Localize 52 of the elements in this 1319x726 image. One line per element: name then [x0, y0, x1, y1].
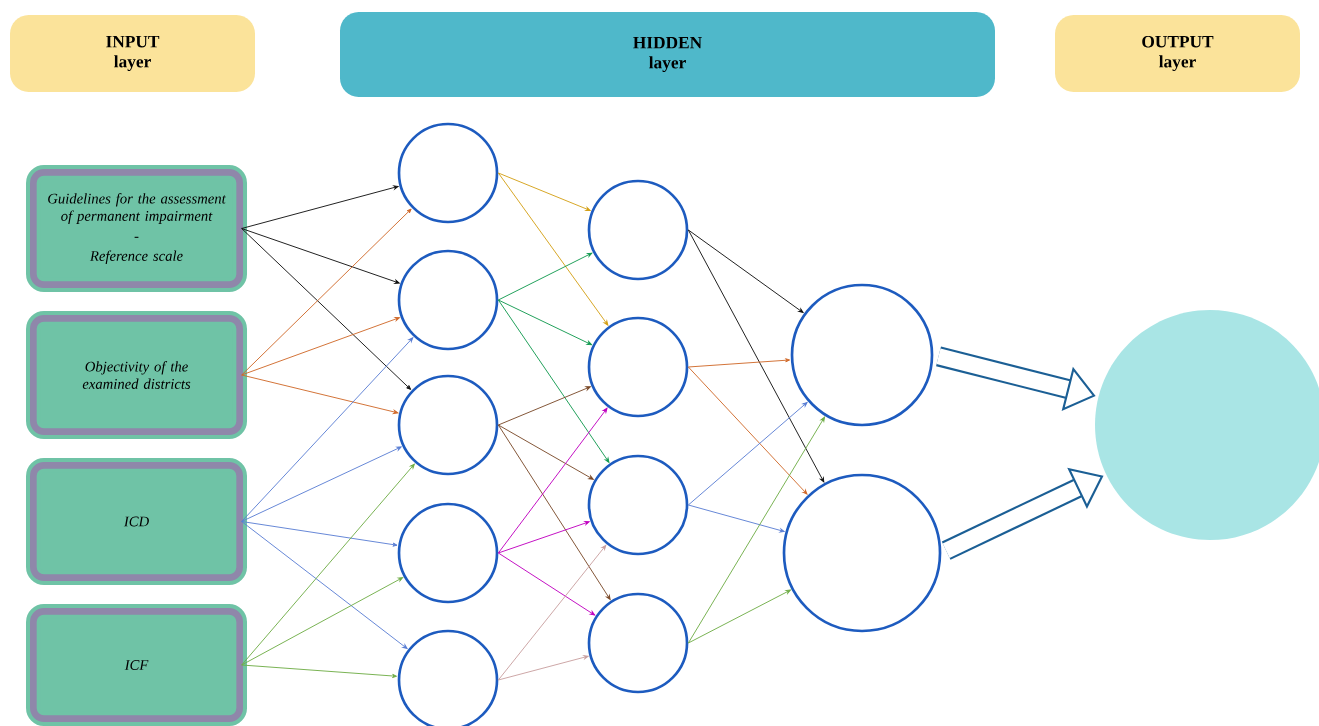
arrow [497, 521, 590, 554]
layer-banner: HIDDEN layer [340, 12, 995, 97]
block-arrow [941, 467, 1104, 560]
arrow [497, 424, 611, 601]
arrow [241, 664, 398, 679]
arrow [241, 374, 399, 414]
layer-banner: INPUT layer [10, 15, 255, 92]
arrow [497, 552, 596, 616]
neuron-circle [397, 374, 499, 476]
arrow [241, 228, 412, 390]
arrow [687, 589, 791, 644]
arrow [497, 544, 607, 681]
neuron-circle [782, 473, 942, 633]
neuron-circle [587, 316, 689, 418]
arrow [497, 299, 592, 346]
arrow [241, 521, 408, 650]
neuron-circle [397, 122, 499, 224]
arrow [241, 228, 400, 284]
input-box: Objectivity of the examined districts [26, 311, 247, 439]
arrow [687, 229, 825, 483]
arrow [241, 185, 399, 229]
arrow [497, 424, 594, 480]
arrow [241, 463, 415, 666]
arrow [687, 366, 808, 495]
arrow [497, 407, 608, 554]
arrow [241, 577, 404, 666]
arrow [241, 317, 400, 376]
neuron-circle [790, 283, 934, 427]
arrow [497, 386, 591, 426]
arrow [241, 446, 402, 522]
arrow [241, 337, 414, 522]
neuron-circle [587, 179, 689, 281]
layer-banner: OUTPUT layer [1055, 15, 1300, 92]
arrow [497, 172, 591, 211]
input-box: ICD [26, 458, 247, 585]
arrow [687, 229, 804, 314]
input-box: Guidelines for the assessment of permanent impairment - Reference scale [26, 165, 247, 292]
arrow [497, 299, 610, 463]
arrow [497, 252, 593, 301]
neuron-circle [397, 502, 499, 604]
neuron-circle [587, 592, 689, 694]
arrow [497, 172, 609, 326]
arrow [687, 416, 825, 644]
arrow [241, 521, 398, 547]
neuron-circle [397, 249, 499, 351]
input-box: ICF [26, 604, 247, 726]
arrow [241, 208, 412, 376]
arrow [497, 655, 589, 681]
arrow [687, 504, 785, 533]
arrow [687, 401, 808, 506]
neuron-circle [587, 454, 689, 556]
arrow [687, 358, 791, 368]
